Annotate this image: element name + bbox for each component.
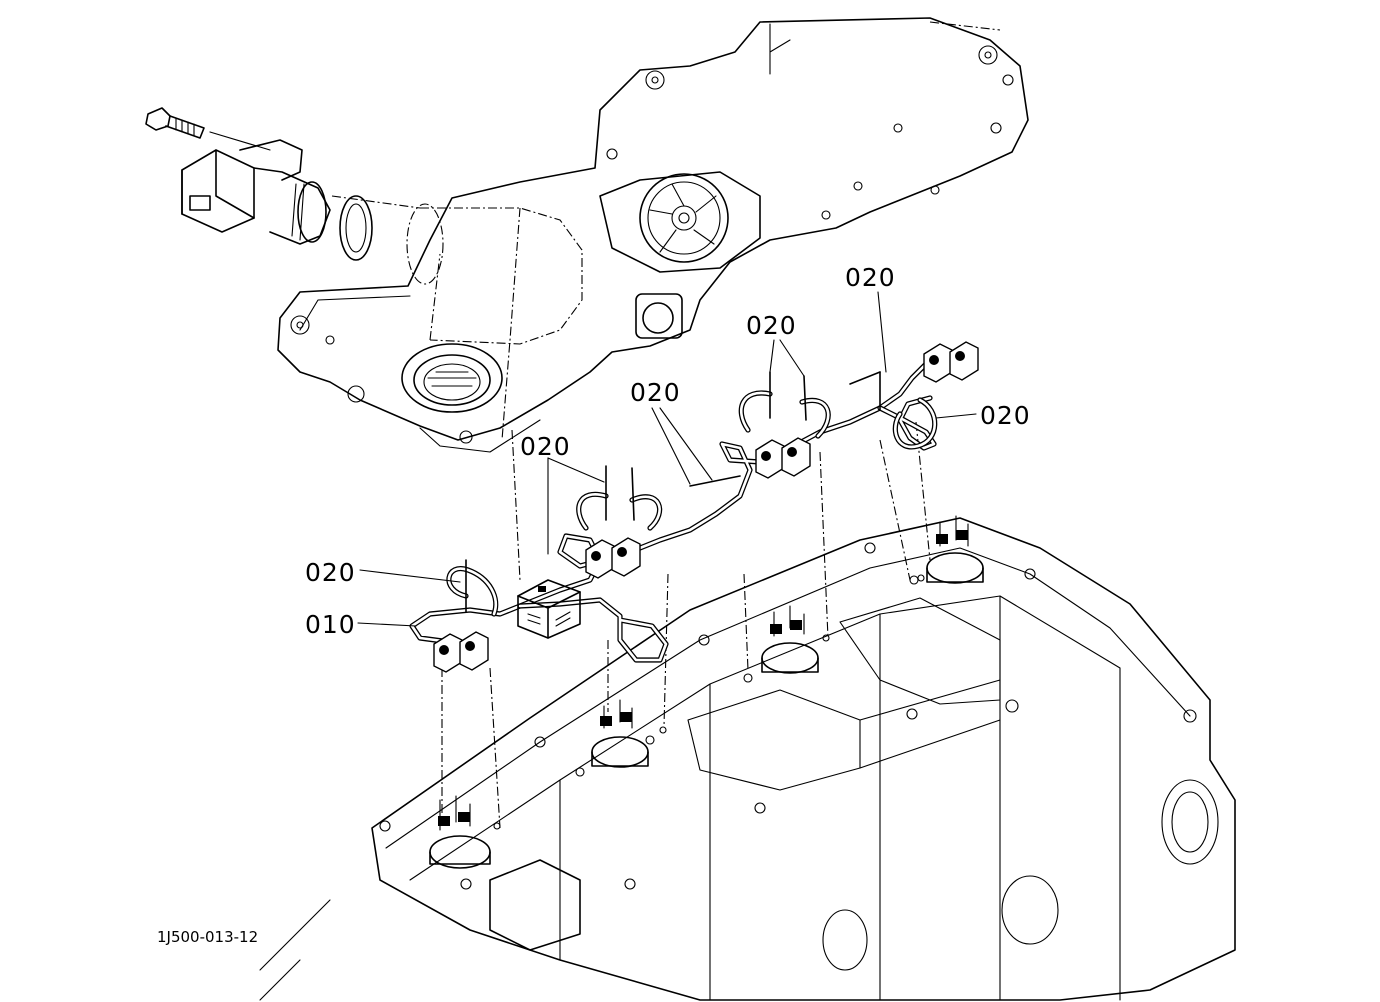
callout-020-left: 020	[305, 558, 356, 587]
sensor-assembly	[145, 107, 421, 261]
callout-020-center-left: 020	[520, 432, 571, 461]
terminal-clips	[433, 341, 979, 826]
leader-lines	[357, 291, 977, 627]
callout-020-top-right: 020	[845, 263, 896, 292]
guide-lines	[441, 421, 931, 829]
callout-020-upper-middle: 020	[746, 311, 797, 340]
callout-020-middle: 020	[630, 378, 681, 407]
callout-020-right: 020	[980, 401, 1031, 430]
figure-id: 1J500-013-12	[157, 928, 259, 946]
cylinder-head	[259, 517, 1236, 1001]
glow-plug-bases	[429, 515, 984, 869]
callout-010-left: 010	[305, 610, 356, 639]
gear-case-cover	[277, 17, 1029, 453]
harness-connector	[517, 579, 581, 639]
